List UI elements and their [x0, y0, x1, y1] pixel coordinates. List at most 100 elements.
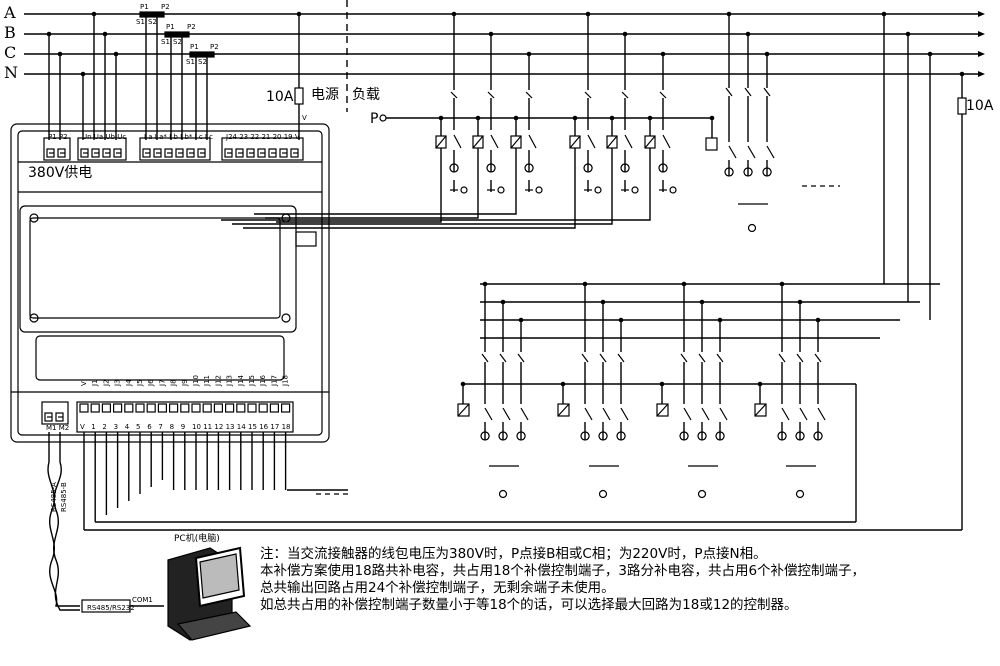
junction-dot	[647, 115, 653, 121]
junction-dot	[609, 115, 615, 121]
ct3-s1: S1	[186, 58, 195, 66]
breaker-mark	[659, 91, 667, 99]
display-tab	[295, 231, 317, 247]
reactor-coil	[813, 431, 823, 441]
reactor-coil	[724, 167, 734, 177]
note-line-1: 注：当交流接触器的线包电压为380V时，P点接B相或C相；为220V时，P点接N…	[260, 546, 767, 562]
wire-control	[265, 148, 479, 219]
contactor-coil	[705, 137, 718, 151]
keyboard-icon	[176, 611, 252, 641]
contactor-contact	[701, 407, 710, 421]
coil-diagonal	[644, 135, 656, 149]
fuse-right-label: 10A	[966, 98, 994, 114]
contactor-contact	[528, 134, 537, 149]
junction-dot	[660, 51, 666, 57]
junction-dot	[582, 281, 588, 287]
terminal-bottom-number: 8	[170, 423, 174, 431]
ct-bar	[164, 31, 190, 38]
ct2-p2: P2	[187, 23, 196, 31]
controller-body	[10, 123, 330, 443]
terminal-bottom-screw	[225, 403, 235, 413]
terminal-bottom-number: 9	[181, 423, 185, 431]
breaker-mark	[796, 353, 804, 363]
terminal-u-housing	[77, 137, 127, 161]
lamp-icon	[747, 223, 757, 233]
terminal-bottom-screw	[258, 403, 268, 413]
terminal-bottom-screw	[169, 403, 179, 413]
junction-dot	[460, 381, 466, 387]
terminal-bottom-number: 4	[125, 423, 130, 431]
breaker-mark	[725, 87, 733, 97]
terminal-bottom-label: J3	[114, 379, 122, 387]
terminal-bottom-label: J15	[248, 375, 256, 387]
junction-dot	[959, 71, 965, 77]
contactor-contact	[728, 145, 737, 159]
terminal-label-i: I a I a* I b I b* I c I c	[144, 133, 213, 141]
terminal-bottom-screw	[90, 403, 100, 413]
ct3-p2: P2	[210, 43, 219, 51]
breaker-mark	[481, 353, 489, 363]
reactor-coil	[524, 163, 534, 173]
terminal-bottom-label: J17	[270, 375, 278, 387]
breaker-mark	[525, 91, 533, 99]
junction-dot	[475, 115, 481, 121]
display-panel	[19, 205, 297, 333]
monitor-screen	[199, 553, 240, 599]
terminal-bottom-number: 13	[226, 423, 235, 431]
terminal-label-p: P1 P2	[48, 133, 68, 141]
lamp-icon	[669, 186, 677, 194]
terminal-bottom-number: 7	[158, 423, 162, 431]
screw-icon	[29, 213, 39, 223]
terminal-bottom-label: J9	[181, 379, 189, 387]
p-terminal-circle	[379, 114, 387, 122]
junction-dot	[815, 317, 821, 323]
bus-arrow-a	[978, 11, 985, 17]
screw-icon	[281, 213, 291, 223]
junction-dot	[622, 31, 628, 37]
ct2-s2: S2	[173, 38, 182, 46]
breaker-mark	[680, 353, 688, 363]
load-label: 负载	[352, 87, 380, 103]
contactor-contact	[490, 134, 499, 149]
terminal-p-housing	[43, 137, 71, 161]
terminal-bottom-number: 12	[214, 423, 223, 431]
junction-dot	[905, 31, 911, 37]
lamp-icon	[631, 186, 639, 194]
converter-box	[81, 599, 131, 613]
reactor-coil	[583, 163, 593, 173]
contactor-contact	[520, 407, 529, 421]
reactor-coil	[795, 431, 805, 441]
coil-diagonal	[435, 135, 447, 149]
terminal-bottom-screw	[146, 403, 156, 413]
junction-dot	[296, 11, 302, 17]
terminal-bottom-label: J8	[170, 379, 178, 387]
contactor-contact	[817, 407, 826, 421]
rs485-a-label: RS485-A	[50, 482, 58, 512]
breaker-mark	[499, 353, 507, 363]
terminal-bottom-screw	[124, 403, 134, 413]
breaker-mark	[763, 87, 771, 97]
wire-control	[243, 148, 576, 229]
terminal-bottom-screw	[213, 403, 223, 413]
junction-dot	[726, 11, 732, 17]
junction-dot	[482, 281, 488, 287]
terminal-bottom-number: 14	[237, 423, 246, 431]
contactor-contact	[602, 407, 611, 421]
terminal-bottom-screw	[157, 403, 167, 413]
bus-arrow-n	[978, 71, 985, 77]
ct-bar	[189, 51, 215, 58]
pc-label: PC机(电脑)	[174, 532, 220, 544]
terminal-bottom-screw	[191, 403, 201, 413]
terminal-bottom-number: 3	[114, 423, 118, 431]
coil-diagonal	[510, 135, 522, 149]
phase-label-b: B	[4, 23, 16, 42]
screw-icon	[281, 313, 291, 323]
terminal-bottom-screw	[101, 403, 112, 413]
junction-dot	[57, 51, 63, 57]
note-line-4: 如总共占用的补偿控制端子数量小于等18个的话，可以选择最大回路为18或12的控制…	[260, 597, 798, 613]
breaker-mark	[814, 353, 822, 363]
contactor-contact	[584, 407, 593, 421]
junction-dot	[709, 115, 715, 121]
junction-dot	[451, 11, 457, 17]
wire-control	[221, 148, 651, 221]
